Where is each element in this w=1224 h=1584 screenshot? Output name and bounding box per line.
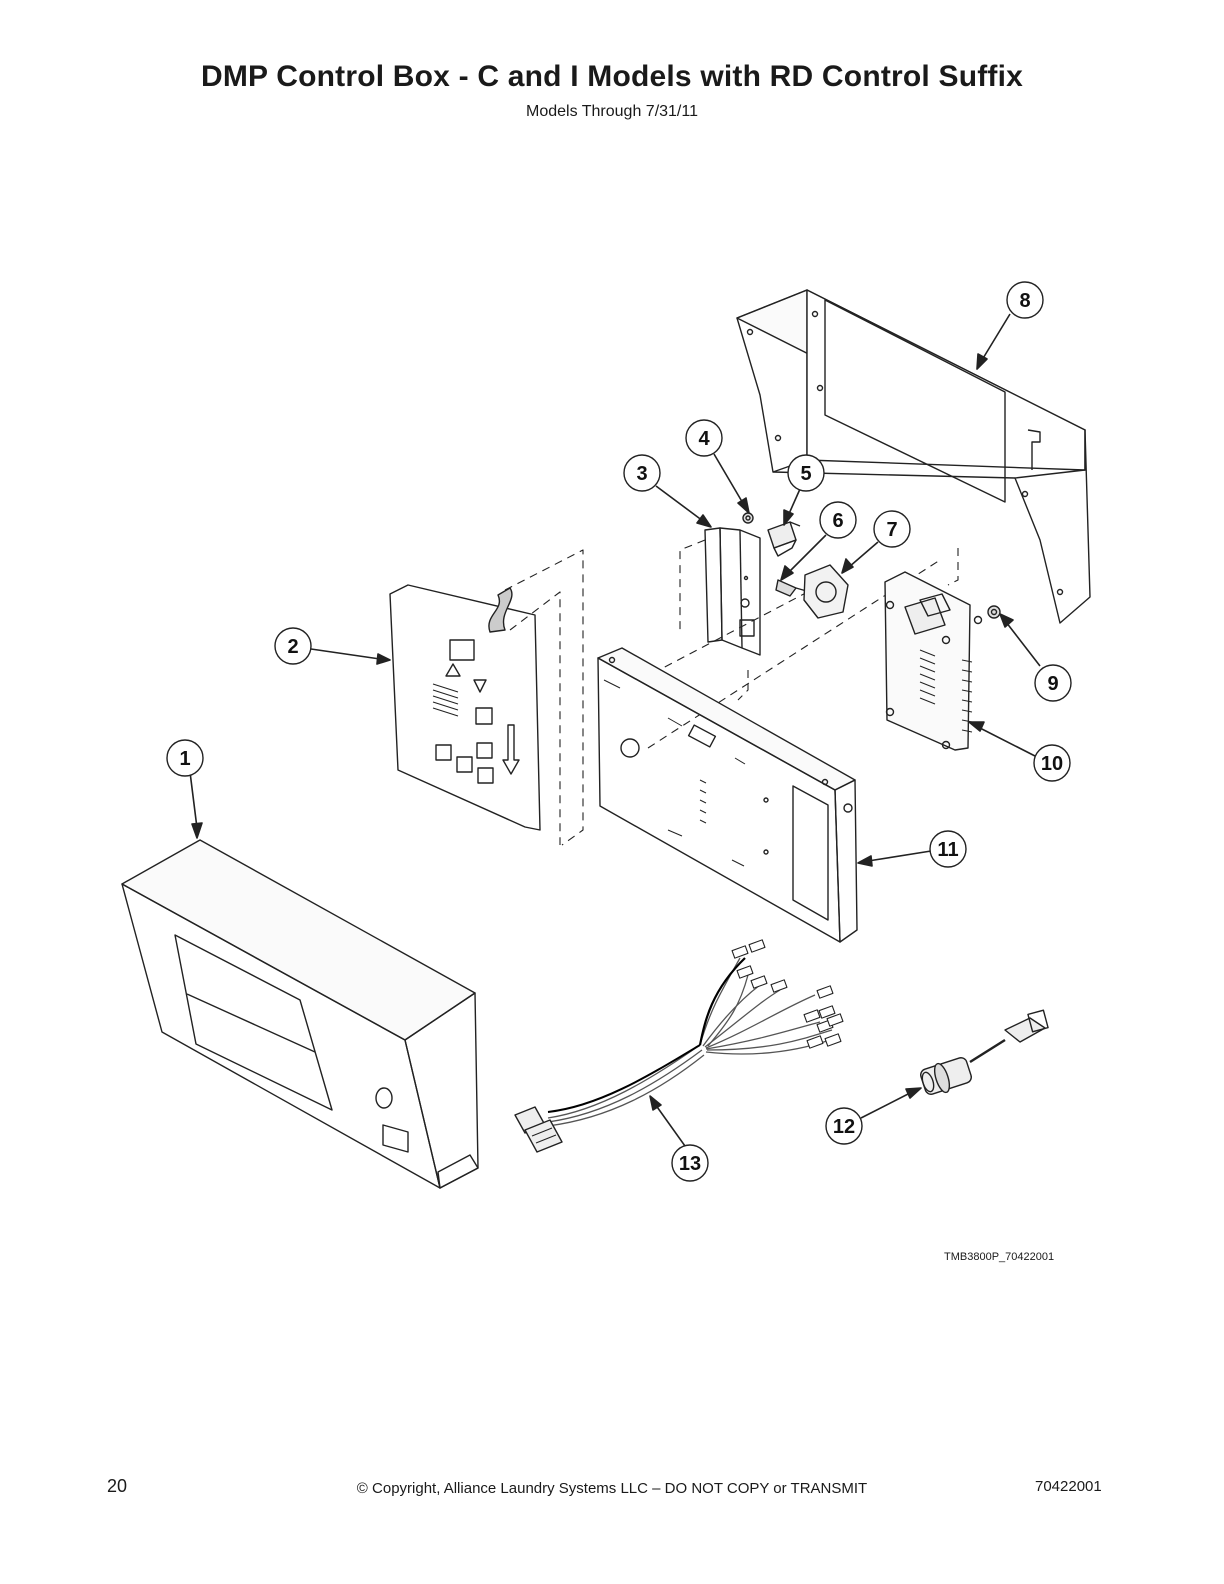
callout-12: 12 [825, 1107, 863, 1145]
part-8-control-box-housing [736, 289, 1091, 624]
callout-2: 2 [274, 627, 312, 665]
callout-1-label: 1 [179, 748, 190, 770]
drawing-id: TMB3800P_70422001 [944, 1251, 1055, 1263]
callout-6: 6 [819, 501, 857, 539]
callout-10: 10 [1033, 744, 1071, 782]
callout-9: 9 [1034, 664, 1072, 702]
page-subtitle: Models Through 7/31/11 [526, 103, 698, 120]
callout-3: 3 [623, 454, 661, 492]
part-13-wire-harness [514, 939, 844, 1153]
callout-13-label: 13 [679, 1153, 701, 1175]
part-5-connector [767, 521, 801, 557]
callout-3-label: 3 [636, 463, 647, 485]
part-2-keypad-overlay [389, 584, 541, 831]
part-1-front-console-panel [121, 839, 479, 1189]
callout-4: 4 [685, 419, 723, 457]
document-number: 70422001 [1035, 1478, 1102, 1495]
callout-12-label: 12 [833, 1116, 855, 1138]
callout-1: 1 [166, 739, 204, 777]
leader-arrows [189, 313, 1041, 1147]
callout-5: 5 [787, 454, 825, 492]
part-12-sensor [920, 1009, 1049, 1095]
page-number: 20 [107, 1476, 128, 1496]
part-7-switch-assembly [803, 564, 849, 619]
callout-11: 11 [929, 830, 967, 868]
part-11-mounting-plate [597, 647, 858, 943]
callout-9-label: 9 [1047, 673, 1058, 695]
callout-7: 7 [873, 510, 911, 548]
page-title: DMP Control Box - C and I Models with RD… [200, 60, 1024, 93]
copyright-notice: © Copyright, Alliance Laundry Systems LL… [356, 1480, 868, 1497]
callout-13: 13 [671, 1144, 709, 1182]
callout-10-label: 10 [1041, 753, 1063, 775]
callout-8: 8 [1006, 281, 1044, 319]
callout-5-label: 5 [800, 463, 811, 485]
callout-11-label: 11 [937, 839, 958, 861]
part-3-mounting-bracket [704, 527, 761, 656]
callout-2-label: 2 [287, 636, 298, 658]
part-9-standoff [973, 605, 1001, 625]
callout-4-label: 4 [698, 428, 710, 450]
callout-7-label: 7 [886, 519, 897, 541]
part-10-control-board [884, 571, 973, 751]
callout-6-label: 6 [832, 510, 843, 532]
callout-8-label: 8 [1019, 290, 1030, 312]
part-4-nut [742, 512, 754, 524]
